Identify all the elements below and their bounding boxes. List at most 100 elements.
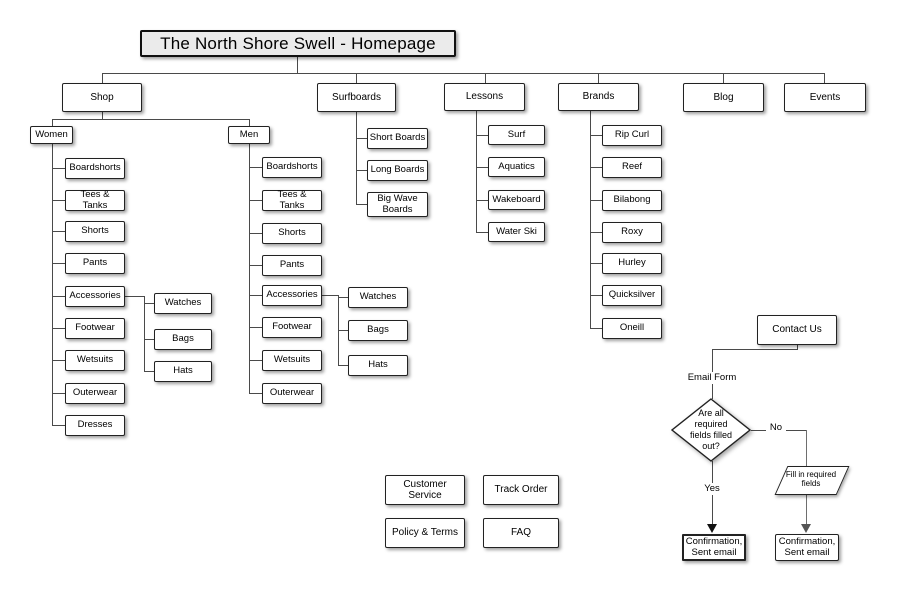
node-long-boards[interactable]: Long Boards (367, 160, 428, 181)
email-form-label: Email Form (684, 372, 740, 384)
node-customer-service[interactable]: Customer Service (385, 475, 465, 505)
node-men-accessories[interactable]: Accessories (262, 285, 322, 306)
node-bilabong[interactable]: Bilabong (602, 190, 662, 211)
connector-line (52, 200, 65, 201)
connector-line (476, 167, 488, 168)
connector-line (590, 295, 602, 296)
connector-line (52, 119, 53, 126)
node-men-outerwear[interactable]: Outerwear (262, 383, 322, 404)
connector-line (322, 295, 338, 296)
connector-line (52, 360, 65, 361)
node-women-pants[interactable]: Pants (65, 253, 125, 274)
connector-line (338, 297, 348, 298)
connector-line (590, 232, 602, 233)
connector-line (102, 73, 103, 83)
node-men-wetsuits[interactable]: Wetsuits (262, 350, 322, 371)
connector-line (249, 265, 262, 266)
connector-line (102, 73, 825, 74)
node-men-watches[interactable]: Watches (348, 287, 408, 308)
node-men-tees-tanks[interactable]: Tees & Tanks (262, 189, 322, 211)
node-policy-terms[interactable]: Policy & Terms (385, 518, 465, 548)
arrowhead-no-icon (801, 524, 811, 533)
connector-line (249, 200, 262, 201)
connector-line (249, 393, 262, 394)
node-women-shorts[interactable]: Shorts (65, 221, 125, 242)
node-women-wetsuits[interactable]: Wetsuits (65, 350, 125, 371)
node-women-watches[interactable]: Watches (154, 293, 212, 314)
node-men[interactable]: Men (228, 126, 270, 144)
node-men-pants[interactable]: Pants (262, 255, 322, 276)
node-men-boardshorts[interactable]: Boardshorts (262, 157, 322, 178)
connector-line (297, 57, 298, 73)
node-water-ski[interactable]: Water Ski (488, 222, 545, 242)
node-roxy[interactable]: Roxy (602, 222, 662, 243)
node-confirmation-yes[interactable]: Confirmation, Sent email (682, 534, 746, 561)
node-men-hats[interactable]: Hats (348, 355, 408, 376)
connector-line (52, 168, 65, 169)
connector-line (590, 135, 602, 136)
connector-line (356, 112, 357, 204)
connector-line (249, 327, 262, 328)
node-brands[interactable]: Brands (558, 83, 639, 111)
node-big-wave-boards[interactable]: Big Wave Boards (367, 192, 428, 217)
connector-line (249, 167, 262, 168)
connector-line (144, 371, 154, 372)
connector-line (249, 233, 262, 234)
node-surfboards[interactable]: Surfboards (317, 83, 396, 112)
connector-line (356, 170, 367, 171)
connector-line (476, 111, 477, 232)
node-lessons[interactable]: Lessons (444, 83, 525, 111)
node-men-footwear[interactable]: Footwear (262, 317, 322, 338)
node-women[interactable]: Women (30, 126, 73, 144)
connector-line (723, 73, 724, 83)
node-wakeboard[interactable]: Wakeboard (488, 190, 545, 210)
node-men-bags[interactable]: Bags (348, 320, 408, 341)
decision-text: Are all required fields filled out? (689, 408, 733, 451)
connector-line (476, 200, 488, 201)
connector-line (144, 296, 145, 372)
node-short-boards[interactable]: Short Boards (367, 128, 428, 149)
connector-line (590, 111, 591, 329)
connector-line (52, 119, 250, 120)
connector-line (249, 295, 262, 296)
no-label: No (766, 422, 786, 434)
node-reef[interactable]: Reef (602, 157, 662, 178)
node-faq[interactable]: FAQ (483, 518, 559, 548)
connector-line (590, 167, 602, 168)
connector-line (590, 200, 602, 201)
node-oneill[interactable]: Oneill (602, 318, 662, 339)
node-track-order[interactable]: Track Order (483, 475, 559, 505)
node-hurley[interactable]: Hurley (602, 253, 662, 274)
connector-line (356, 204, 367, 205)
node-blog[interactable]: Blog (683, 83, 764, 112)
node-quicksilver[interactable]: Quicksilver (602, 285, 662, 306)
node-surf[interactable]: Surf (488, 125, 545, 145)
node-women-outerwear[interactable]: Outerwear (65, 383, 125, 404)
node-men-shorts[interactable]: Shorts (262, 223, 322, 244)
node-women-tees-tanks[interactable]: Tees & Tanks (65, 189, 125, 211)
node-shop[interactable]: Shop (62, 83, 142, 112)
connector-line (52, 328, 65, 329)
node-women-accessories[interactable]: Accessories (65, 286, 125, 307)
connector-line (52, 144, 53, 426)
decision-diamond[interactable]: Are all required fields filled out? (670, 398, 752, 462)
connector-line (356, 138, 367, 139)
connector-line (52, 231, 65, 232)
node-events[interactable]: Events (784, 83, 866, 112)
node-aquatics[interactable]: Aquatics (488, 157, 545, 177)
node-women-boardshorts[interactable]: Boardshorts (65, 158, 125, 179)
connector-line (249, 144, 250, 394)
yes-label: Yes (700, 483, 724, 495)
connector-line (485, 73, 486, 83)
node-women-dresses[interactable]: Dresses (65, 415, 125, 436)
node-women-footwear[interactable]: Footwear (65, 318, 125, 339)
arrowhead-yes-icon (707, 524, 717, 533)
connector-line (249, 119, 250, 126)
node-women-bags[interactable]: Bags (154, 329, 212, 350)
node-confirmation-no[interactable]: Confirmation, Sent email (775, 534, 839, 561)
node-women-hats[interactable]: Hats (154, 361, 212, 382)
node-rip-curl[interactable]: Rip Curl (602, 125, 662, 146)
connector-line (249, 360, 262, 361)
node-contact-us[interactable]: Contact Us (757, 315, 837, 345)
